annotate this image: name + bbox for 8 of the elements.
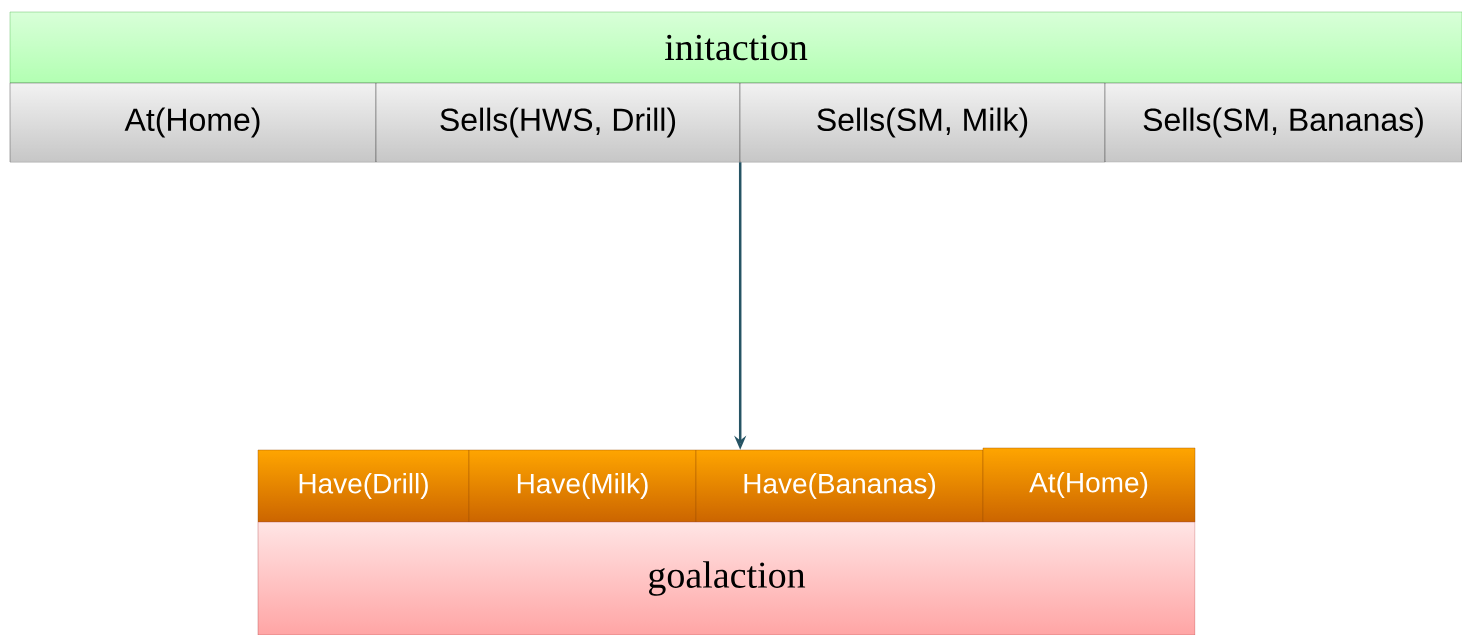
condition-cell: Sells(HWS, Drill) xyxy=(375,82,741,163)
condition-cell: Sells(SM, Bananas) xyxy=(1104,82,1462,163)
goal-cell: Have(Bananas) xyxy=(695,449,984,523)
goal-cell: Have(Milk) xyxy=(468,449,697,523)
condition-cell: At(Home) xyxy=(9,82,377,163)
goal-cell: Have(Drill) xyxy=(257,449,470,523)
goal-cell: At(Home) xyxy=(982,447,1196,523)
condition-cell: Sells(SM, Milk) xyxy=(739,82,1106,163)
